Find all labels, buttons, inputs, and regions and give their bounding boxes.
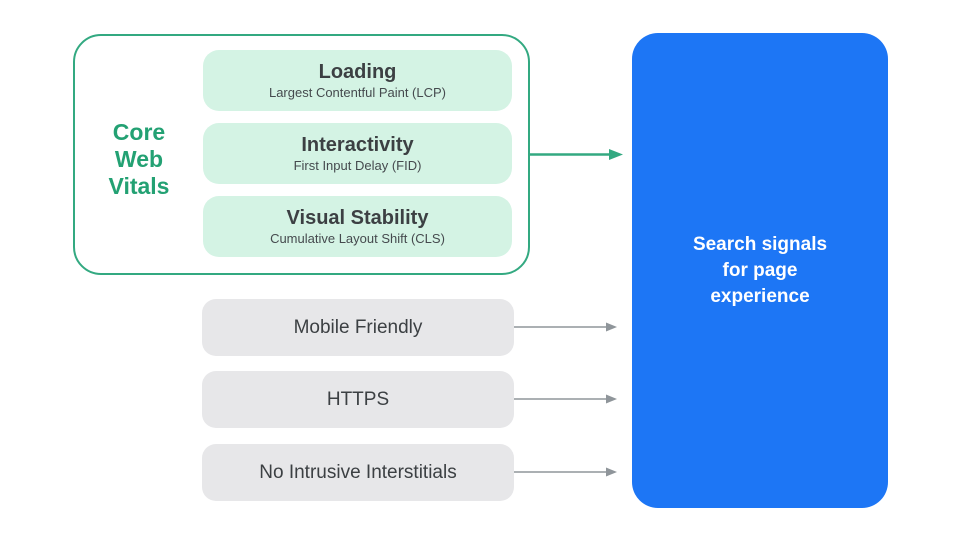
vital-subtitle-cls: Cumulative Layout Shift (CLS)	[270, 230, 445, 246]
vital-title-interactivity: Interactivity	[301, 133, 414, 156]
vital-box-loading: Loading Largest Contentful Paint (LCP)	[203, 50, 512, 111]
vital-title-loading: Loading	[318, 60, 397, 83]
signal-box-mobile-friendly: Mobile Friendly	[202, 299, 514, 356]
signal-box-no-intrusive-interstitials: No Intrusive Interstitials	[202, 444, 514, 501]
https-arrow-icon	[514, 394, 617, 404]
vital-title-visual-stability: Visual Stability	[286, 206, 429, 229]
core-web-vitals-label: Core Web Vitals	[108, 119, 170, 199]
interstitials-arrow-icon	[514, 467, 617, 477]
mobile-friendly-arrow-icon	[514, 322, 617, 332]
cwv-to-signals-arrow-icon	[529, 149, 623, 160]
core-web-vitals-group: Core Web Vitals Loading Largest Contentf…	[73, 34, 530, 275]
search-signals-box: Search signals for page experience	[632, 33, 888, 508]
signal-label-https: HTTPS	[326, 388, 390, 410]
vital-subtitle-lcp: Largest Contentful Paint (LCP)	[268, 84, 447, 100]
vital-subtitle-fid: First Input Delay (FID)	[293, 157, 422, 173]
signal-label-no-intrusive-interstitials: No Intrusive Interstitials	[259, 461, 457, 483]
vital-box-visual-stability: Visual Stability Cumulative Layout Shift…	[203, 196, 512, 257]
signal-box-https: HTTPS	[202, 371, 514, 428]
signal-label-mobile-friendly: Mobile Friendly	[293, 316, 423, 338]
vital-box-interactivity: Interactivity First Input Delay (FID)	[203, 123, 512, 184]
search-signals-label: Search signals for page experience	[692, 233, 828, 307]
